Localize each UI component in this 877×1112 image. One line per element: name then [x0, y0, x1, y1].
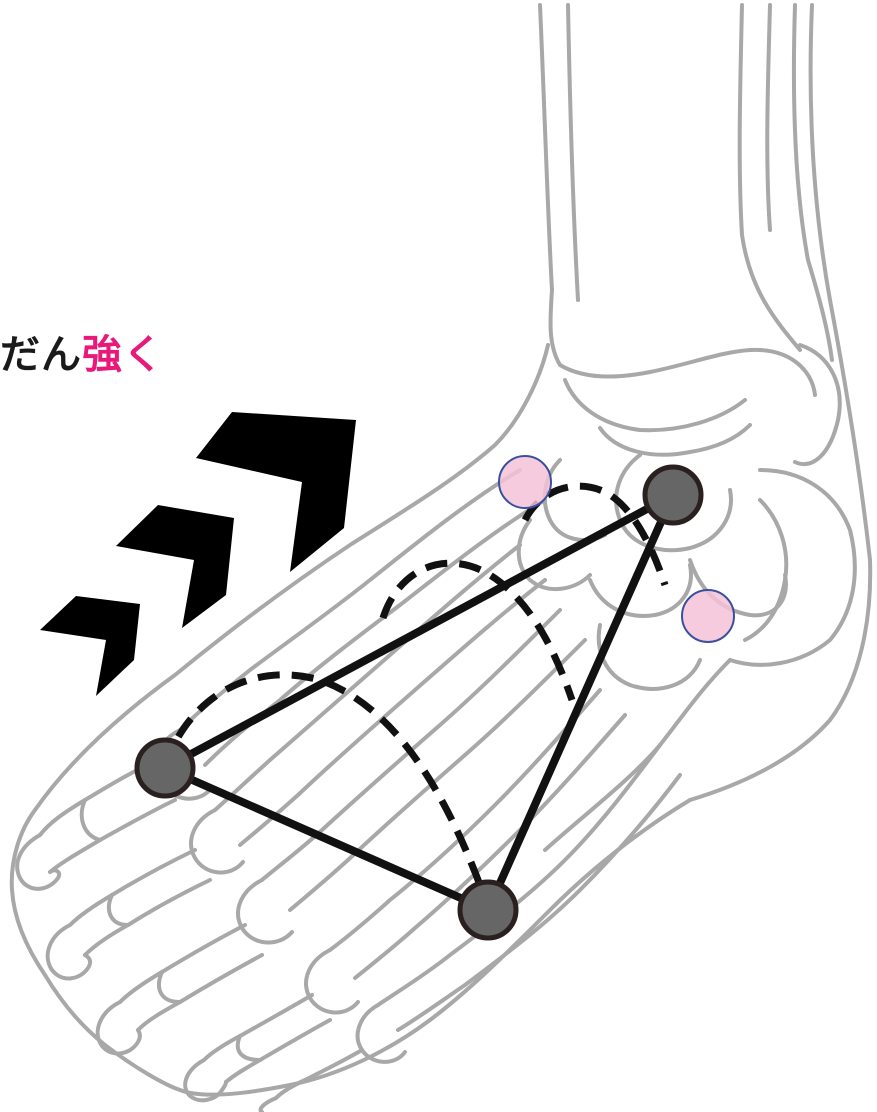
toe-1-joint — [82, 800, 100, 840]
toe-5-distal — [261, 1098, 276, 1112]
chevron-small — [40, 596, 140, 696]
metatarsal-2-bottom — [240, 580, 545, 845]
pressure-marker-icon-cuboid — [682, 590, 734, 642]
toe-3-joint — [159, 972, 180, 1002]
toe-2-proximal-b — [85, 880, 210, 955]
toe-2-distal — [48, 925, 90, 978]
calcaneus — [730, 470, 855, 665]
fibula-right-edge — [811, 5, 870, 560]
ankle-contour — [550, 290, 815, 395]
toe-5-proximal — [276, 1050, 362, 1098]
lateral-arch-line — [488, 495, 673, 910]
arch-triangle — [165, 495, 673, 910]
mt-head-2 — [191, 810, 243, 873]
fibula-left-edge — [767, 5, 770, 230]
toe-4-joint — [238, 1036, 260, 1060]
forefoot-outer — [12, 810, 180, 1090]
cuneiform-1 — [545, 460, 605, 540]
mt-head-4 — [306, 950, 358, 1013]
toe-2-proximal — [70, 850, 195, 925]
toe-3-proximal-b — [138, 955, 262, 1030]
tibia-left-edge — [540, 5, 552, 290]
arch-node-icon-big-toe — [137, 740, 193, 796]
toe-4-proximal — [204, 995, 312, 1060]
medial-arch-line — [165, 495, 673, 768]
arch-node-icon-heel — [645, 467, 701, 523]
talus — [565, 380, 745, 430]
plantar-outline — [180, 800, 690, 1095]
toe-4-proximal-b — [226, 1020, 330, 1082]
dashed-arch-front — [165, 675, 480, 885]
toe-1-distal — [17, 835, 59, 889]
tibia-inner-edge — [568, 5, 578, 300]
arch-node-icon-little-toe — [460, 882, 516, 938]
foot-skeleton-icon — [12, 5, 870, 1112]
medial-malleolus — [795, 345, 840, 464]
transverse-arch-line — [165, 768, 488, 910]
pressure-marker-icon-navicular — [499, 456, 551, 508]
calcaneus-inner — [745, 500, 786, 640]
triple-chevron-arrow-icon — [40, 412, 356, 696]
mt-head-3 — [238, 880, 292, 943]
toe-3-proximal — [120, 925, 245, 1002]
toe-2-joint — [109, 895, 128, 925]
